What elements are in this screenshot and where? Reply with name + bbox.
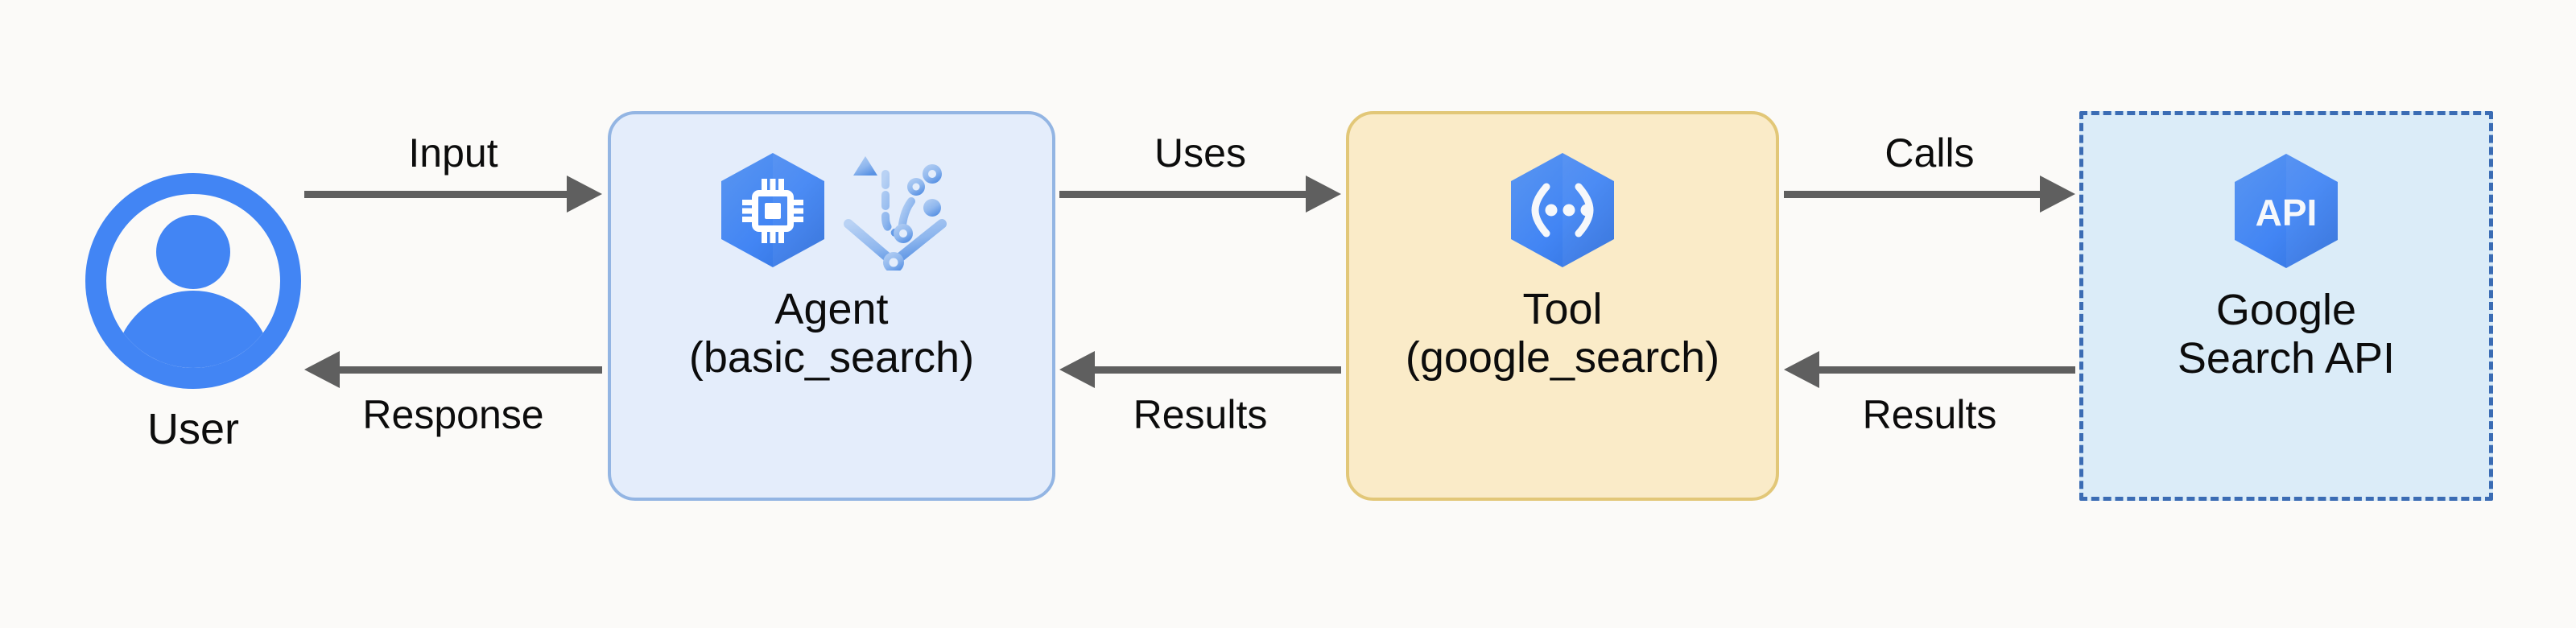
arrow-shaft xyxy=(1819,366,2075,374)
edge-arrow-input xyxy=(304,176,602,213)
edge-arrow-response xyxy=(304,351,602,388)
arrow-head-right-icon xyxy=(2040,176,2075,213)
node-google-search-api[interactable]: API Google Search API xyxy=(2079,111,2493,501)
tool-icon-group xyxy=(1501,150,1624,271)
node-tool[interactable]: Tool (google_search) xyxy=(1346,111,1779,501)
edge-label-calls: Calls xyxy=(1885,130,1975,176)
code-brackets-hexagon-icon xyxy=(1511,153,1614,267)
arrow-shaft xyxy=(1059,190,1306,198)
arrow-head-left-icon xyxy=(1059,351,1095,388)
node-api-subtitle: Search API xyxy=(2177,334,2396,383)
api-hexagon-text: API xyxy=(2256,192,2318,233)
agent-workflow-icon xyxy=(844,156,947,271)
edge-arrow-results-tool-to-agent xyxy=(1059,351,1341,388)
api-icon-group: API xyxy=(2225,151,2347,271)
node-tool-subtitle: (google_search) xyxy=(1405,333,1720,382)
edge-arrow-uses xyxy=(1059,176,1341,213)
node-agent-subtitle: (basic_search) xyxy=(688,333,975,382)
cpu-chip-hexagon-icon xyxy=(721,153,824,267)
edge-label-input: Input xyxy=(408,130,498,176)
arrow-head-right-icon xyxy=(567,176,602,213)
edge-label-results-tool-to-agent: Results xyxy=(1133,392,1268,437)
arrow-head-left-icon xyxy=(1784,351,1819,388)
edge-label-response: Response xyxy=(362,392,544,437)
node-agent-label: Agent (basic_search) xyxy=(689,285,974,382)
edge-arrow-calls xyxy=(1784,176,2075,213)
api-hexagon-icon: API xyxy=(2235,154,2338,268)
avatar-body-shape xyxy=(114,291,272,368)
node-user-label: User xyxy=(147,405,239,453)
node-google-search-api-label: Google Search API xyxy=(2178,286,2395,383)
agent-icon-group xyxy=(712,150,952,271)
node-agent[interactable]: Agent (basic_search) xyxy=(608,111,1055,501)
edge-arrow-results-api-to-tool xyxy=(1784,351,2075,388)
user-avatar-icon xyxy=(85,173,301,389)
arrow-shaft xyxy=(340,366,602,374)
edge-label-uses: Uses xyxy=(1154,130,1246,176)
arrow-shaft xyxy=(1095,366,1341,374)
arrow-shaft xyxy=(1784,190,2040,198)
arrow-head-left-icon xyxy=(304,351,340,388)
node-api-title: Google xyxy=(2215,286,2357,334)
node-user[interactable]: User xyxy=(64,173,322,511)
node-tool-title: Tool xyxy=(1522,285,1603,333)
node-agent-title: Agent xyxy=(774,285,889,333)
arrow-shaft xyxy=(304,190,567,198)
avatar-head-shape xyxy=(156,215,230,289)
arrow-head-right-icon xyxy=(1306,176,1341,213)
node-tool-label: Tool (google_search) xyxy=(1406,285,1719,382)
edge-label-results-api-to-tool: Results xyxy=(1862,392,1997,437)
